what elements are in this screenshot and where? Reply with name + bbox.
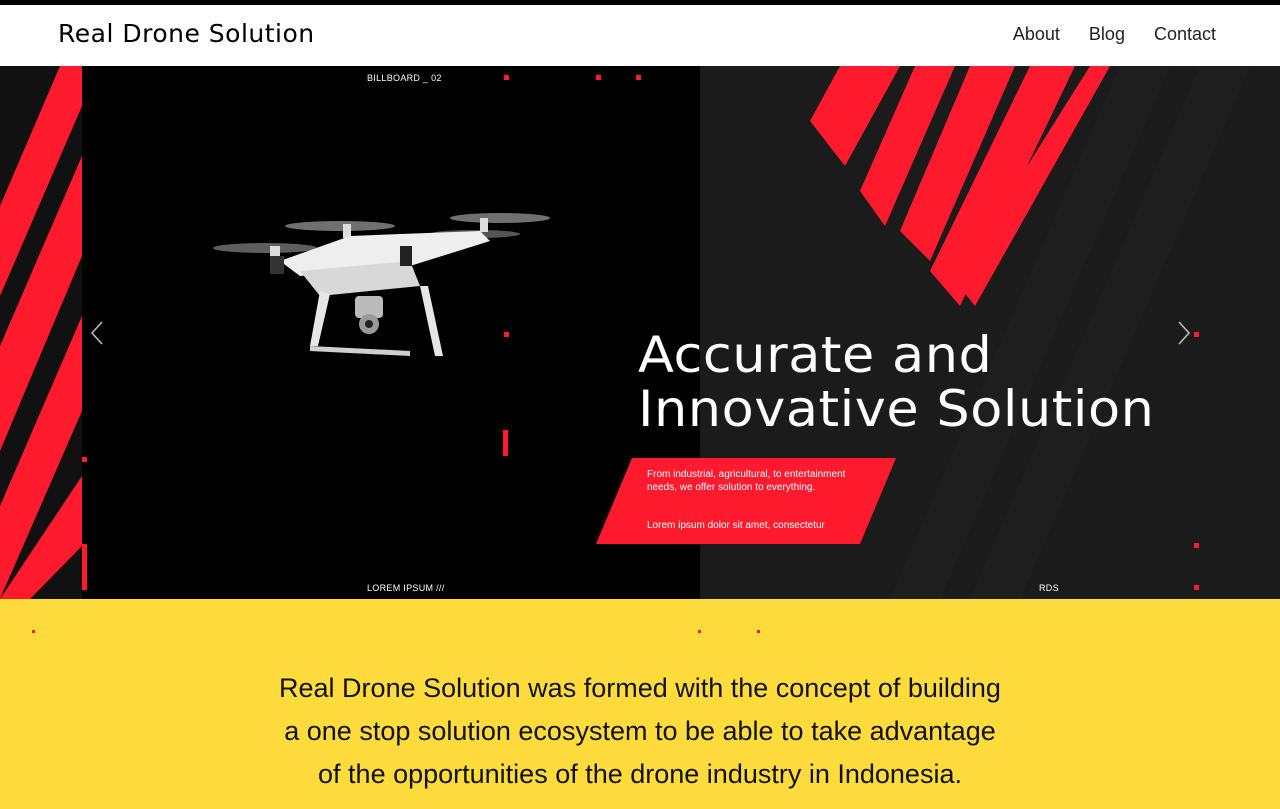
navbar: Real Drone Solution About Blog Contact xyxy=(0,5,1280,66)
nav-blog-link[interactable]: Blog xyxy=(1088,24,1125,44)
hero-box-text: From industrial, agricultural, to entert… xyxy=(647,469,846,493)
red-dot xyxy=(1194,543,1199,548)
left-stripe-decoration xyxy=(0,66,82,599)
nav-menu: About Blog Contact xyxy=(1013,24,1216,45)
brand-logo[interactable]: Real Drone Solution xyxy=(58,19,315,48)
about-section: Real Drone Solution was formed with the … xyxy=(0,599,1280,809)
red-dot xyxy=(757,630,760,633)
red-dash xyxy=(503,430,508,456)
drone-image xyxy=(213,213,550,356)
red-dot xyxy=(1194,332,1199,337)
hero-black-panel xyxy=(82,66,700,599)
chevron-left-icon xyxy=(90,321,103,345)
rds-label: RDS xyxy=(1039,583,1059,593)
chevron-right-icon xyxy=(1178,321,1191,345)
billboard-label: BILLBOARD _ 02 xyxy=(367,73,442,83)
red-dot xyxy=(82,457,87,462)
red-dot xyxy=(636,75,641,80)
red-dot xyxy=(504,75,509,80)
red-dash xyxy=(82,544,87,590)
nav-about-link[interactable]: About xyxy=(1012,24,1060,44)
hero-box-text-2: Lorem ipsum dolor sit amet, consectetur xyxy=(647,520,825,531)
red-dot xyxy=(596,75,601,80)
lorem-label: LOREM IPSUM /// xyxy=(367,583,445,593)
carousel-next-button[interactable] xyxy=(1172,318,1196,348)
red-dot xyxy=(32,630,35,633)
hero-carousel: BILLBOARD _ 02 LOREM IPSUM /// RDS Accur… xyxy=(0,66,1280,599)
carousel-prev-button[interactable] xyxy=(85,318,109,348)
red-dot xyxy=(698,630,701,633)
red-dot xyxy=(1194,585,1199,590)
hero-title: Accurate and Innovative Solution xyxy=(638,328,1154,436)
hero-red-box xyxy=(596,458,896,544)
nav-contact-link[interactable]: Contact xyxy=(1153,24,1216,44)
red-dot xyxy=(504,332,509,337)
top-border xyxy=(0,0,1280,5)
hero-title-line1: Accurate and xyxy=(638,326,993,384)
about-paragraph: Real Drone Solution was formed with the … xyxy=(279,673,1001,789)
hero-title-line2: Innovative Solution xyxy=(638,380,1155,438)
